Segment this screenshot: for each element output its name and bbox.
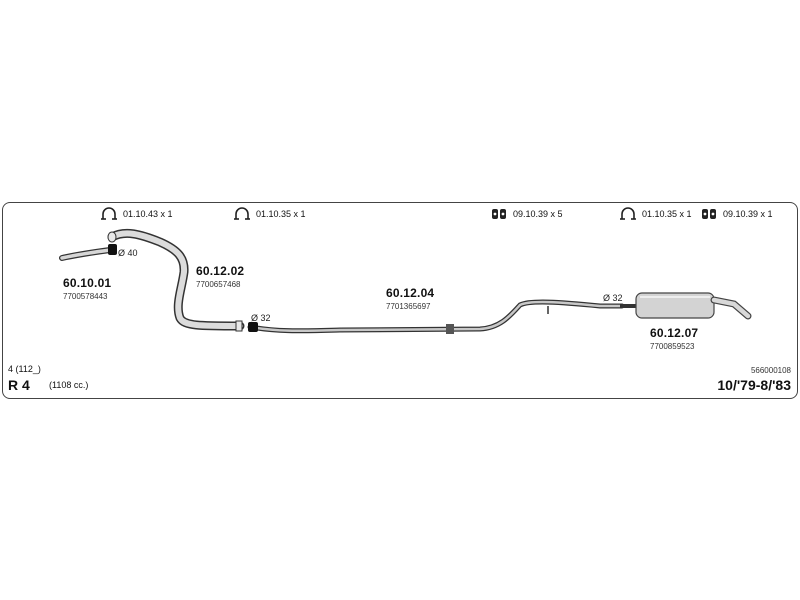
- diameter-label: Ø 32: [251, 313, 271, 323]
- vehicle-model: R 4: [8, 377, 30, 393]
- engine-capacity: (1108 cc.): [49, 380, 89, 390]
- part-number: 60.12.02: [196, 264, 245, 278]
- vehicle-type: 4 (112_): [8, 364, 41, 374]
- hardware-rubber-1: 09.10.39 x 5: [490, 206, 563, 222]
- diameter-label: Ø 40: [118, 248, 138, 258]
- oem-number: 7700578443: [63, 292, 108, 301]
- clamp-icon: [620, 207, 636, 220]
- hardware-clamp-2: 01.10.35 x 1: [233, 206, 306, 222]
- hardware-rubber-2-label: 09.10.39 x 1: [723, 209, 773, 219]
- rear-silencer-60-12-07: [620, 292, 752, 320]
- clamp-icon: [234, 207, 250, 220]
- oem-number: 7700859523: [650, 342, 695, 351]
- hardware-clamp-1: 01.10.43 x 1: [100, 206, 173, 222]
- front-pipe-60-10-01: [59, 244, 117, 261]
- system-code: 566000108: [750, 366, 791, 375]
- diameter-label: Ø 32: [603, 293, 623, 303]
- intermediate-pipe-60-12-02: [107, 228, 245, 332]
- hardware-clamp-3: 01.10.35 x 1: [619, 206, 692, 222]
- rubber-mount-icon: [492, 209, 506, 219]
- rubber-mount-icon: [702, 209, 716, 219]
- production-years: 10/'79-8/'83: [717, 377, 791, 393]
- hardware-clamp-2-label: 01.10.35 x 1: [256, 209, 306, 219]
- part-number: 60.12.04: [386, 286, 435, 300]
- clamp-icon: [101, 207, 117, 220]
- oem-number: 7701365697: [386, 302, 431, 311]
- center-pipe-60-12-04: [247, 299, 625, 334]
- hardware-rubber-2: 09.10.39 x 1: [700, 206, 773, 222]
- part-number: 60.10.01: [63, 276, 112, 290]
- hardware-clamp-3-label: 01.10.35 x 1: [642, 209, 692, 219]
- hardware-clamp-1-label: 01.10.43 x 1: [123, 209, 173, 219]
- hardware-rubber-1-label: 09.10.39 x 5: [513, 209, 563, 219]
- oem-number: 7700657468: [196, 280, 241, 289]
- part-number: 60.12.07: [650, 326, 699, 340]
